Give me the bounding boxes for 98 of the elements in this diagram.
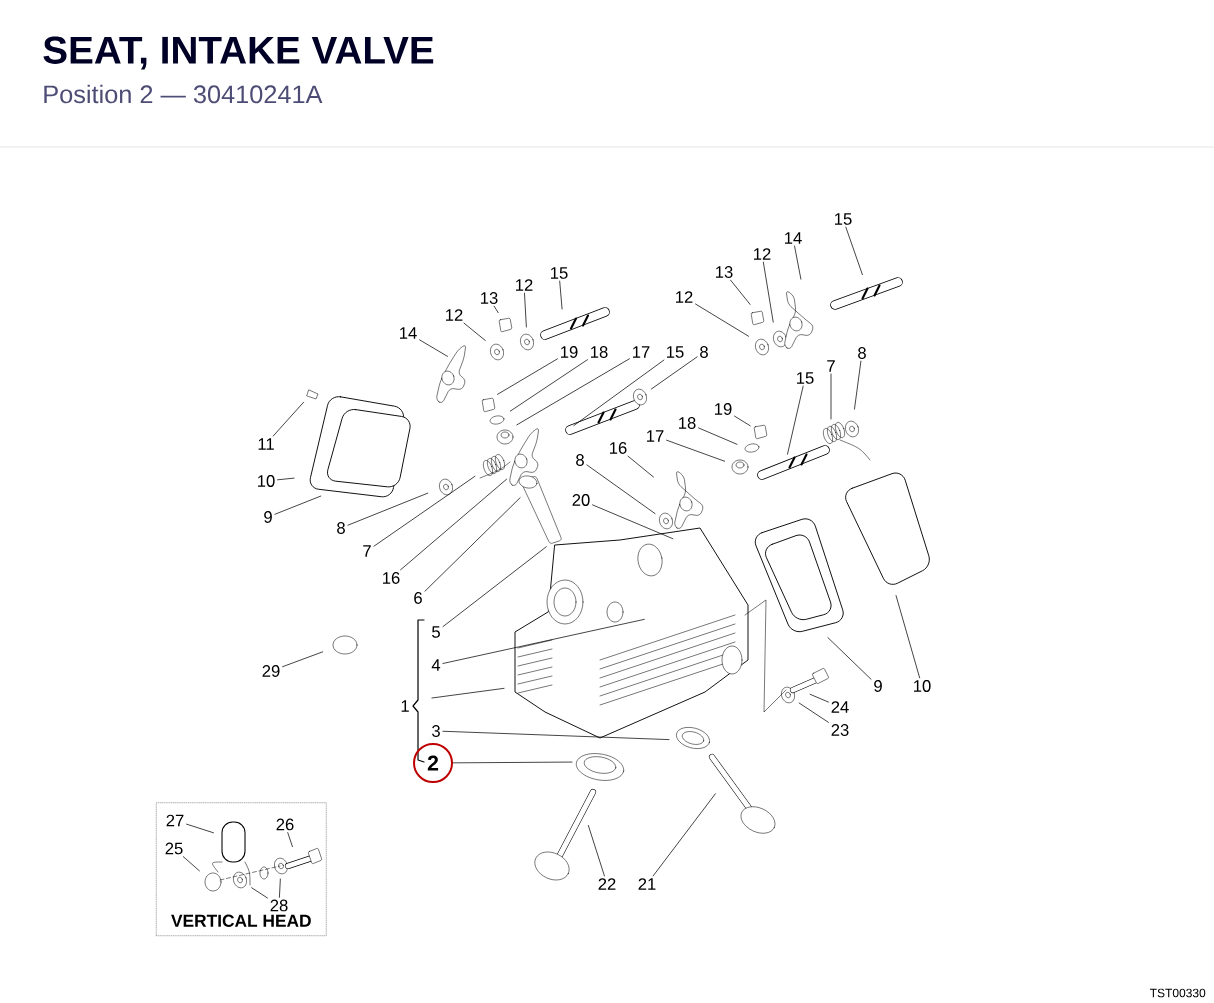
callout-number: 11 (258, 438, 274, 450)
leader-line (424, 497, 521, 592)
callout-number: 6 (414, 592, 422, 604)
leader-line (463, 322, 486, 341)
leader-line (698, 427, 738, 445)
callout-number: 1 (401, 700, 409, 712)
leader-line (400, 478, 507, 571)
leader-line (497, 358, 558, 395)
callout-number: 3 (432, 725, 440, 737)
callout-number: 21 (638, 878, 656, 890)
callout-number: 16 (610, 442, 627, 454)
callout-number: 10 (258, 475, 275, 487)
callout-number: 9 (874, 680, 882, 692)
leader-line (734, 415, 751, 427)
leader-line (627, 455, 654, 478)
callout-number: 8 (858, 347, 866, 359)
callout-number: 20 (572, 494, 590, 506)
callout-number: 7 (827, 360, 835, 372)
drawing-number: TST00330 (1150, 988, 1206, 998)
leader-line (186, 823, 214, 834)
callout-number: 10 (914, 680, 931, 692)
callout-number: 8 (700, 346, 708, 358)
leader-line (452, 761, 573, 764)
callout-number: 2 (413, 743, 453, 783)
leader-line (787, 385, 804, 455)
callout-number: 25 (165, 842, 183, 855)
leader-line (854, 360, 862, 410)
callout-number: 12 (754, 248, 771, 260)
callout-number: 26 (276, 818, 294, 831)
callout-number: 19 (715, 403, 732, 415)
leader-line (442, 619, 645, 664)
leader-line (277, 477, 295, 481)
callout-number: 13 (716, 266, 733, 278)
leader-line (279, 878, 281, 898)
callout-number: 14 (785, 232, 802, 244)
callout-number: 7 (363, 545, 371, 557)
leader-line (762, 261, 774, 323)
callout-number: 13 (481, 292, 498, 304)
callout-number: 27 (166, 814, 184, 827)
callout-number: 18 (679, 417, 696, 429)
leader-line (182, 856, 200, 872)
subtitle: Position 2 — 30410241A (44, 84, 323, 104)
leader-line (730, 279, 751, 305)
leader-line (524, 292, 527, 328)
callout-number: 29 (262, 665, 280, 677)
callout-number: 12 (446, 309, 463, 321)
leader-line (695, 303, 749, 337)
callout-number: 18 (591, 346, 608, 358)
title: SEAT, INTAKE VALVE (43, 36, 434, 70)
callout-number: 9 (264, 511, 272, 523)
leader-line (282, 651, 324, 668)
leader-line (442, 730, 670, 740)
callout-number: 8 (337, 522, 345, 534)
leader-line (895, 595, 921, 679)
callout-number: 24 (831, 701, 849, 713)
leader-line (652, 793, 716, 877)
callout-number: 23 (831, 724, 849, 736)
leader-line (809, 693, 829, 703)
leader-line (347, 492, 429, 526)
leader-line (419, 339, 448, 357)
callout-number: 15 (835, 213, 852, 225)
callout-number: 28 (270, 899, 288, 912)
leader-line (586, 464, 656, 514)
leader-line (794, 245, 802, 280)
callout-number: 14 (400, 327, 417, 339)
leader-line (287, 832, 293, 847)
leader-line (798, 702, 829, 723)
leader-line (592, 504, 674, 540)
callout-number: 8 (576, 454, 584, 466)
leader-line (559, 280, 563, 310)
leader-line (666, 439, 726, 462)
leader-line (373, 475, 476, 547)
callout-number: 5 (432, 626, 440, 638)
leader-line (442, 546, 547, 628)
callout-number: 19 (561, 346, 578, 358)
leader-line (274, 495, 322, 515)
leader-line (493, 305, 499, 314)
callout-number: 17 (647, 430, 664, 442)
leader-line (830, 373, 832, 420)
leader-line (651, 356, 698, 390)
leader-line (573, 359, 665, 426)
callout-number: 12 (676, 291, 693, 303)
callout-number: 15 (667, 346, 684, 358)
callout-number: 17 (633, 346, 650, 358)
leader-line (588, 825, 605, 877)
callout-number: 16 (383, 572, 400, 584)
leader-line (516, 358, 630, 426)
leader-line (509, 359, 588, 412)
leader-line (251, 887, 268, 899)
leader-line (431, 687, 505, 699)
leader-line (827, 637, 872, 680)
callout-number: 15 (551, 267, 568, 279)
callout-number: 12 (516, 279, 533, 291)
leader-line (845, 226, 863, 275)
callout-number: 22 (598, 878, 616, 890)
callout-number: 15 (797, 372, 814, 384)
leader-line (272, 401, 304, 437)
callout-number: 4 (431, 659, 441, 671)
